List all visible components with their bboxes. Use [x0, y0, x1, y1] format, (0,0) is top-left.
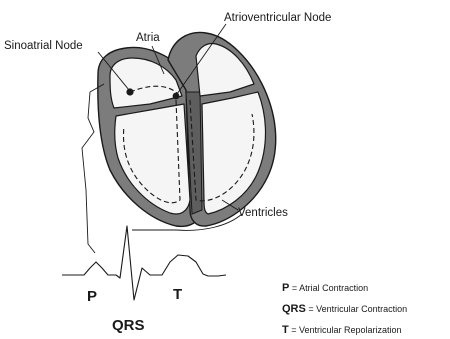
t-wave-label: T: [173, 286, 182, 303]
sinoatrial-node-label: Sinoatrial Node: [4, 40, 83, 52]
qrs-complex-label: QRS: [112, 317, 145, 334]
sinoatrial-node-marker: [126, 88, 133, 95]
atrioventricular-node-marker: [173, 93, 180, 100]
atria-label: Atria: [136, 32, 160, 44]
heart-illustration: [98, 32, 276, 226]
ventricles-label: Ventricles: [238, 207, 288, 219]
legend-item: T = Ventricular Repolarization: [282, 324, 402, 336]
atrioventricular-node-label: Atrioventricular Node: [224, 12, 331, 24]
p-wave-label: P: [87, 288, 97, 305]
legend: P = Atrial Contraction QRS = Ventricular…: [282, 282, 407, 336]
legend-item: P = Atrial Contraction: [282, 282, 368, 294]
legend-item: QRS = Ventricular Contraction: [282, 303, 407, 315]
